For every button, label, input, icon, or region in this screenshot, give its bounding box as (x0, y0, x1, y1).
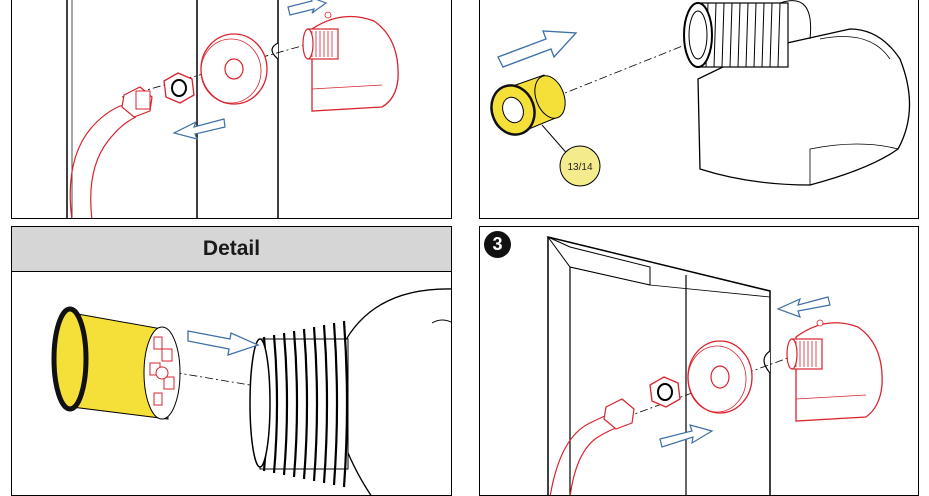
detail-header: Detail (12, 227, 451, 272)
valve-body (302, 11, 399, 112)
detail-thread (249, 320, 349, 488)
arrow-right-icon (659, 424, 714, 448)
escutcheon-rosette (687, 340, 753, 414)
arrow-left-icon (172, 118, 226, 140)
insert-face-pattern (149, 336, 175, 406)
hex-nut (163, 72, 195, 104)
hose (69, 102, 131, 218)
part-callout: 13/14 (559, 145, 601, 187)
arrow-right-icon (287, 0, 328, 16)
detail-yellow-insert (51, 306, 181, 420)
reassembly-illustration (546, 235, 883, 495)
panel-insert: 13/14 (479, 0, 919, 219)
hose-nut (121, 86, 153, 118)
panel-step-3: 3 (479, 226, 919, 496)
valve-body (786, 319, 883, 422)
part-number-label: 13/14 (567, 162, 592, 173)
escutcheon-rosette (200, 33, 268, 105)
arrow-left-icon (776, 296, 831, 318)
detail-illustration (51, 288, 451, 495)
detail-title: Detail (202, 237, 261, 260)
insert-illustration: 13/14 (490, 0, 911, 187)
arrow-right-icon (187, 330, 260, 356)
panel-detail: Detail (11, 226, 452, 496)
threaded-pipe (683, 0, 812, 68)
disassembly-illustration (66, 0, 399, 218)
wall-panel (546, 235, 771, 495)
valve-body-large (697, 28, 911, 186)
yellow-insert (490, 74, 566, 136)
wall-notch (271, 42, 279, 60)
panel-disassembly (11, 0, 452, 219)
hose-nut (603, 398, 635, 430)
hose (549, 412, 613, 495)
arrow-right-icon (497, 30, 578, 68)
step-badge: 3 (484, 231, 511, 258)
hex-nut (649, 376, 681, 408)
valve-housing (341, 288, 451, 495)
wall-notch (763, 350, 771, 374)
